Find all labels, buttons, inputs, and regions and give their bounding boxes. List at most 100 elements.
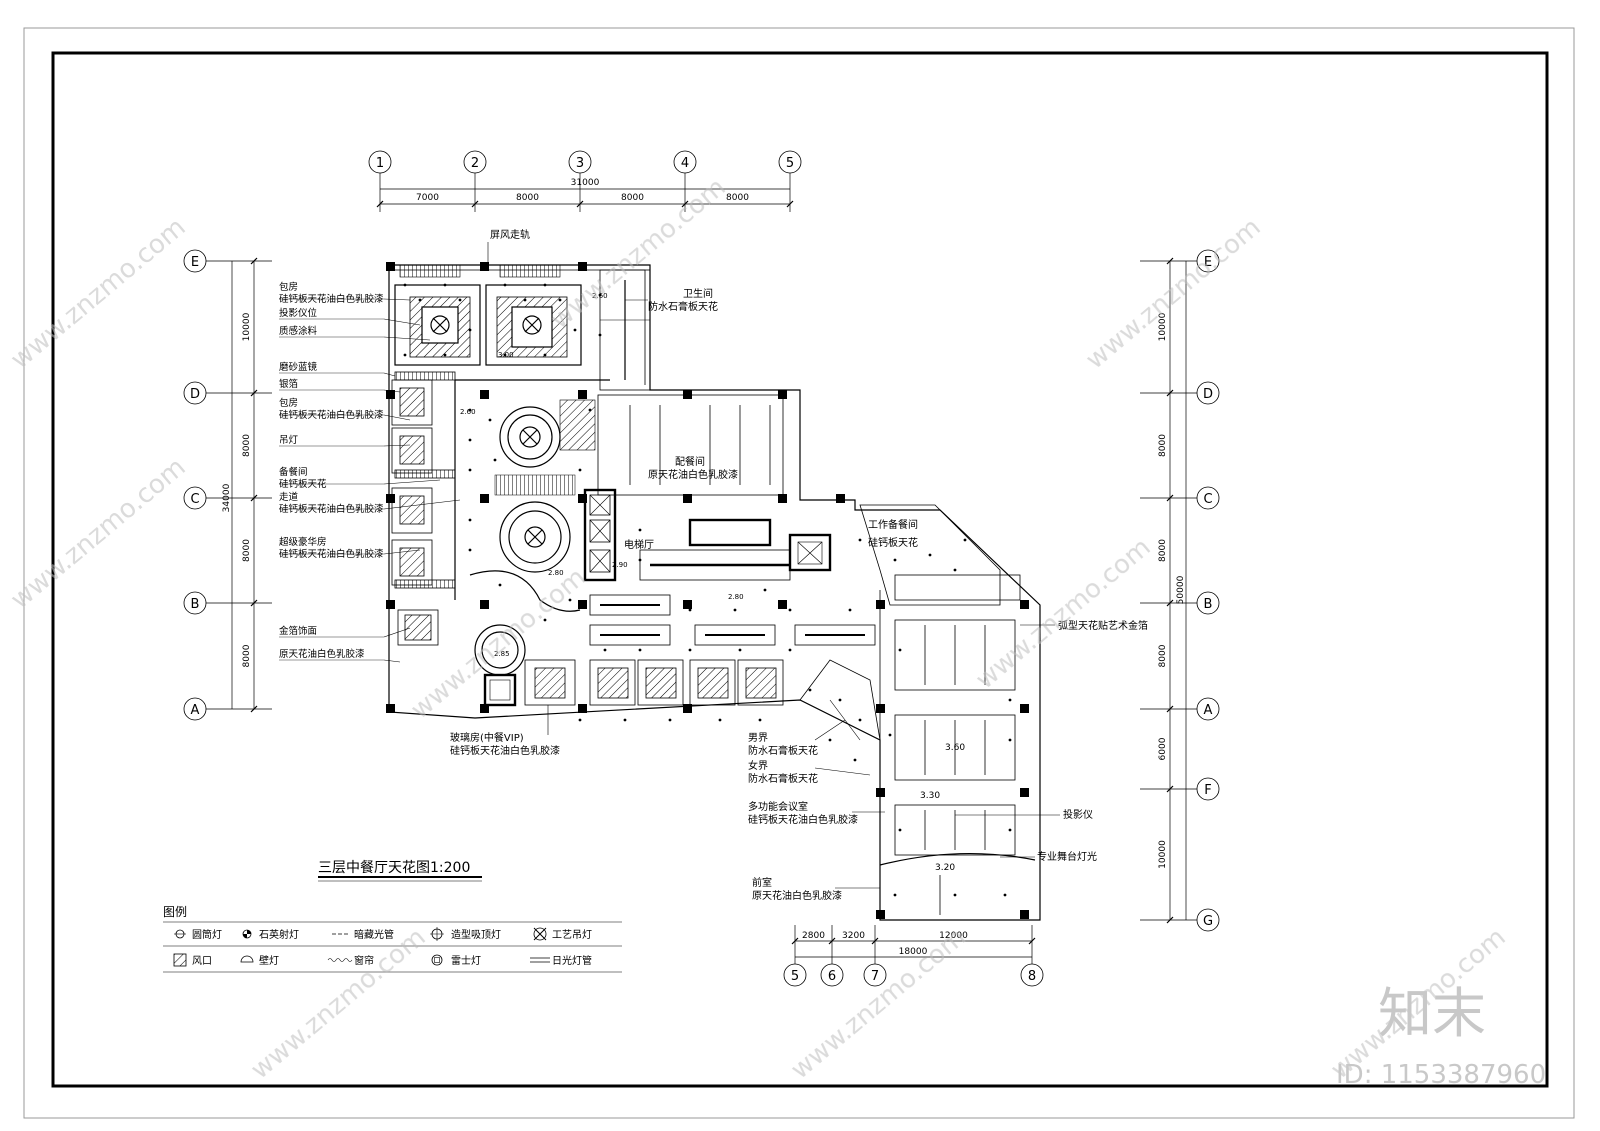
- axis-label: G: [1203, 914, 1213, 929]
- downlight-marker: [928, 553, 932, 557]
- axis-label: F: [1204, 783, 1211, 798]
- downlight-marker: [838, 698, 842, 702]
- work-prep-desc: 硅钙板天花: [868, 536, 918, 549]
- serving-label: 配餐间: [675, 455, 705, 468]
- downlight-marker: [888, 733, 892, 737]
- leader-line: [383, 499, 461, 510]
- dimension-value: 8000: [242, 539, 252, 562]
- downlight-marker: [578, 468, 582, 472]
- downlight-marker: [468, 518, 472, 522]
- dimension-value: 8000: [242, 434, 252, 457]
- axis-label: A: [1204, 703, 1213, 718]
- downlight-marker: [443, 283, 447, 287]
- legend-title: 图例: [163, 905, 187, 919]
- callout-name: 质感涂料: [279, 325, 318, 337]
- callout-name: 原天花油白色乳胶漆: [279, 648, 365, 660]
- axis-label: 1: [376, 156, 384, 171]
- axis-label: 2: [471, 156, 479, 171]
- downlight-marker: [403, 353, 407, 357]
- dimension-value: 8000: [242, 644, 252, 667]
- women-desc: 防水石膏板天花: [748, 772, 818, 785]
- downlight-marker: [468, 548, 472, 552]
- ceiling-level-mark: 3.00: [498, 351, 514, 359]
- meeting-label: 多功能会议室: [748, 800, 808, 813]
- ceiling-level-mark: 2.80: [728, 593, 744, 601]
- serving-room: [597, 394, 784, 496]
- callout-name: 投影仪位: [279, 307, 318, 319]
- glass-room-desc: 硅钙板天花油白色乳胶漆: [450, 744, 560, 757]
- dimension-value: 10000: [1158, 840, 1168, 869]
- sheet-outer-frame: [23, 27, 1575, 1119]
- dimension-slash: [1166, 599, 1174, 607]
- small-private-rooms: [391, 371, 456, 646]
- downlight-marker: [498, 583, 502, 587]
- axis-label: A: [191, 703, 200, 718]
- downlight-marker: [853, 758, 857, 762]
- glass-room-label: 玻璃房(中餐VIP): [450, 731, 524, 744]
- downlight-marker: [953, 568, 957, 572]
- dimension-value: 8000: [726, 193, 749, 203]
- ceiling-level-mark: 2.90: [612, 561, 628, 569]
- air-vent-icon: [173, 953, 187, 967]
- downlight-marker: [788, 648, 792, 652]
- dimension-value: 8000: [1158, 434, 1168, 457]
- axis-label: 5: [791, 969, 799, 984]
- downlight-marker: [493, 458, 497, 462]
- downlight-marker: [733, 608, 737, 612]
- corridor-feature-ceilings: [454, 379, 610, 676]
- legend: 图例 圆筒灯石英射灯暗藏光管造型吸顶灯工艺吊灯风口壁灯窗帘雷士灯日光灯管: [163, 905, 622, 973]
- axis-label: D: [190, 387, 200, 402]
- downlight-marker: [898, 828, 902, 832]
- dimension-slash: [471, 200, 479, 208]
- ceiling-level-mark: 2.85: [494, 650, 510, 658]
- downlight-marker: [503, 353, 507, 357]
- dimension-slash: [681, 200, 689, 208]
- dimension-slash: [791, 937, 799, 945]
- axis-label: 7: [871, 969, 879, 984]
- dimension-slash: [1028, 937, 1036, 945]
- downlight-marker: [468, 408, 472, 412]
- axis-label: D: [1203, 387, 1213, 402]
- elevator-label: 电梯厅: [624, 538, 654, 551]
- exterior-wall: [388, 264, 1041, 921]
- downlight-marker: [588, 408, 592, 412]
- serving-desc: 原天花油白色乳胶漆: [648, 468, 738, 481]
- downlight-markers: [403, 283, 1012, 897]
- downlight-marker: [558, 298, 562, 302]
- ceiling-lamp-icon-cross: [430, 927, 444, 941]
- downlight-marker: [543, 353, 547, 357]
- men-desc: 防水石膏板天花: [748, 744, 818, 757]
- dimension-value: 7000: [416, 193, 439, 203]
- screen-track-label: 屏风走轨: [490, 228, 530, 241]
- downlight-marker: [443, 353, 447, 357]
- downlight-marker: [893, 893, 897, 897]
- projector-label: 投影仪: [1063, 808, 1093, 821]
- ceiling-level-mark: 2.60: [592, 292, 608, 300]
- watermark-text: www.znzmo.com: [245, 922, 431, 1085]
- dimension-slash: [1166, 257, 1174, 265]
- legend-label: 风口: [192, 955, 212, 967]
- callout-name: 金箔饰面: [279, 625, 317, 637]
- downlight-marker: [898, 648, 902, 652]
- arc-ceiling-label: 弧型天花贴艺术金箔: [1058, 619, 1148, 632]
- dimension-value: 6000: [1158, 737, 1168, 760]
- axis-label: 6: [828, 969, 836, 984]
- dimension-total: 31000: [571, 178, 600, 188]
- downlight-marker: [738, 648, 742, 652]
- downlight-marker: [418, 298, 422, 302]
- downlight-marker: [578, 718, 582, 722]
- dimension-total: 50000: [1176, 575, 1186, 604]
- dimension-slash: [871, 937, 879, 945]
- downlight-marker: [403, 283, 407, 287]
- legend-label: 圆筒灯: [192, 928, 222, 941]
- downlight-marker: [953, 893, 957, 897]
- downlight-marker: [458, 298, 462, 302]
- dimension-value: 10000: [242, 312, 252, 341]
- nvc-lamp-icon-inner: [434, 957, 440, 963]
- downlight-marker: [893, 558, 897, 562]
- downlight-marker: [598, 333, 602, 337]
- private-room-2: [485, 284, 582, 366]
